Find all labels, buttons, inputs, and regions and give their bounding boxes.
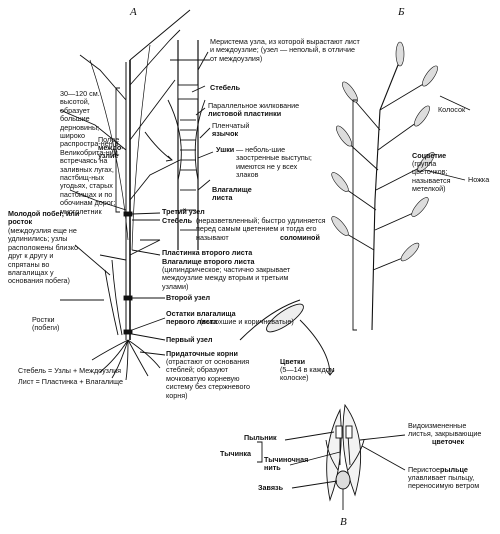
leaf-blade-label: листовой пластинки — [208, 109, 282, 118]
young-shoot-label: (междоузлия еще не удлинились; узлы расп… — [8, 226, 78, 286]
ovary-label: Завязь — [258, 483, 284, 492]
leader-lines — [60, 51, 471, 356]
spikelet-label: Колосок — [438, 105, 466, 114]
young-shoot-label-bold: Молодой побег, или росток — [8, 209, 80, 227]
auricles-label: — неболь-шие заостренные выступы; имеютс… — [236, 145, 312, 180]
second-blade-label: Пластинка второго листа — [162, 248, 253, 257]
third-node-label: Третий узел — [162, 207, 205, 216]
flowers-label-bold: Цветки — [280, 357, 306, 366]
auricles-label-bold: Ушки — [216, 145, 235, 154]
meristem-label: Меристема узла, из которой вырастают лис… — [210, 37, 360, 63]
sheath-remains-label-bold: Остатки влагалища первого листа — [166, 309, 236, 327]
flower-illustration — [257, 403, 406, 510]
pedicel-label: Ножка — [468, 175, 490, 184]
stem-desc-label-bold: Стебель — [162, 216, 193, 225]
panel-letter-a: А — [130, 6, 137, 18]
leaf-formula: Лист = Пластинка + Влагалище — [18, 377, 124, 386]
shoots-label: Ростки (побеги) — [32, 315, 60, 333]
hollow-internode-label: Полое — [98, 135, 120, 144]
adventitious-roots-label: (отрастают от основания стеблей; образую… — [166, 357, 250, 400]
second-sheath-label: (цилиндрическое; частично закрывает межд… — [162, 265, 291, 291]
sheath-remains-label: (высохшие и коричневатые) — [200, 317, 294, 326]
culm-label: соломиной — [280, 233, 320, 242]
stem-formula: Стебель = Узлы + Междоузлия — [18, 366, 121, 375]
panel-letter-c: В — [340, 516, 347, 528]
stigma-label: Перистое — [408, 465, 440, 474]
bracts-label-bold: цветочек — [432, 437, 465, 446]
stem-label-top: Стебель — [210, 83, 241, 92]
bracts-label: Видоизмененные листья, закрывающие — [408, 421, 482, 439]
stigma-desc-label: улавливает пыльцу, переносимую ветром — [408, 473, 480, 491]
node-detail-illustration — [144, 40, 210, 250]
inflorescence-label-bold: Соцветие — [412, 151, 447, 160]
internode-bracket — [115, 87, 120, 213]
filament-label: Тычиночная нить — [264, 455, 309, 473]
anther-label: Пыльник — [244, 433, 277, 442]
panel-letter-b: Б — [398, 6, 405, 18]
second-node-label: Второй узел — [166, 293, 211, 302]
habitat-text: 30—120 см. высотой, образует большие дер… — [60, 89, 120, 216]
sheath-label: Влагалище — [212, 185, 252, 194]
inflorescence-illustration — [331, 41, 438, 331]
ligule-label-bold: язычок — [212, 129, 239, 138]
hollow-internode-label-bold: междо-узлие — [98, 143, 124, 161]
first-node-label: Первый узел — [166, 335, 213, 344]
stem-desc-label: (неразветвленный; быстро удлиняется пере… — [196, 216, 326, 242]
inflorescence-label: (группа цветочков; называется метелкой) — [412, 159, 451, 194]
second-sheath-label-bold: Влагалище второго листа — [162, 257, 255, 266]
stigma-label-bold: рыльце — [440, 465, 468, 474]
spikelet-illustration — [239, 299, 335, 376]
stamen-label: Тычинка — [220, 449, 251, 458]
grass-plant-illustration — [59, 9, 191, 381]
parallel-venation-label: Параллельное жилкование — [208, 101, 300, 110]
adventitious-roots-label-bold: Придаточные корни — [166, 349, 238, 358]
sheath-label-2: листа — [212, 193, 233, 202]
flowers-label: (5—14 в каждом колоске) — [280, 365, 335, 383]
ligule-label: Пленчатый — [212, 121, 250, 130]
